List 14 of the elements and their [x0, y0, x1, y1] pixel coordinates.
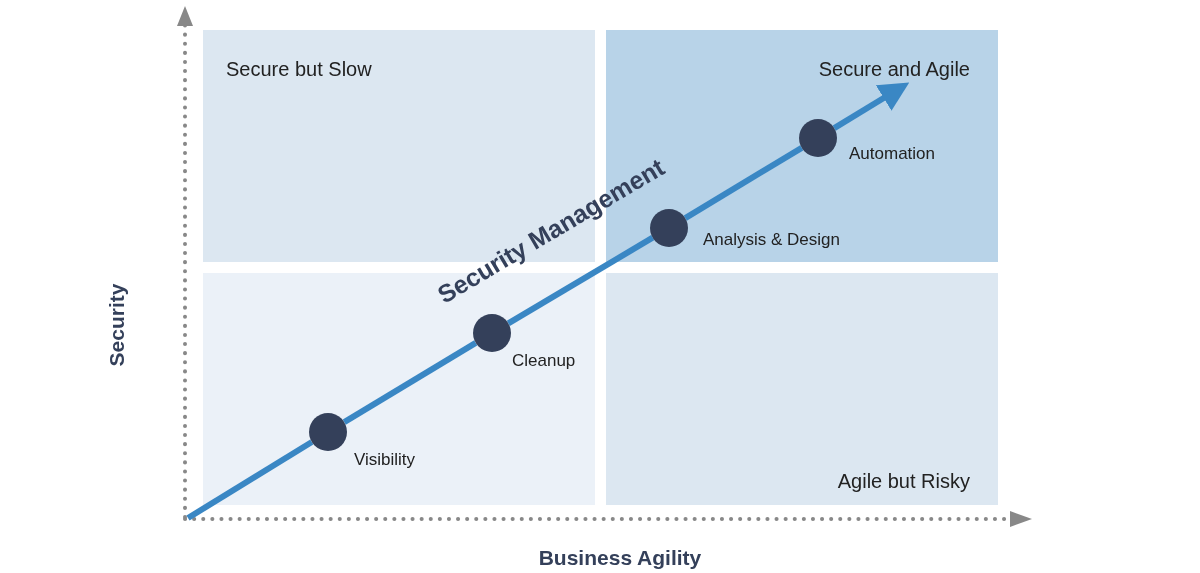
step-label: Analysis & Design	[703, 230, 840, 250]
step-label: Visibility	[354, 450, 416, 470]
step-label: Cleanup	[512, 351, 576, 371]
arrow	[832, 82, 910, 131]
quadrant-panel	[606, 273, 998, 505]
milestone-dot	[799, 119, 837, 157]
axis-title: Business Agility	[538, 546, 702, 570]
quadrant-title: Secure and Agile	[818, 58, 970, 81]
quadrant-title: Secure but Slow	[226, 58, 372, 81]
step-label: Automation	[849, 144, 935, 164]
milestone-dot	[473, 314, 511, 352]
axis-title: Security	[105, 283, 129, 367]
quadrant-title: Agile but Risky	[837, 470, 970, 493]
milestone-dot	[309, 413, 347, 451]
